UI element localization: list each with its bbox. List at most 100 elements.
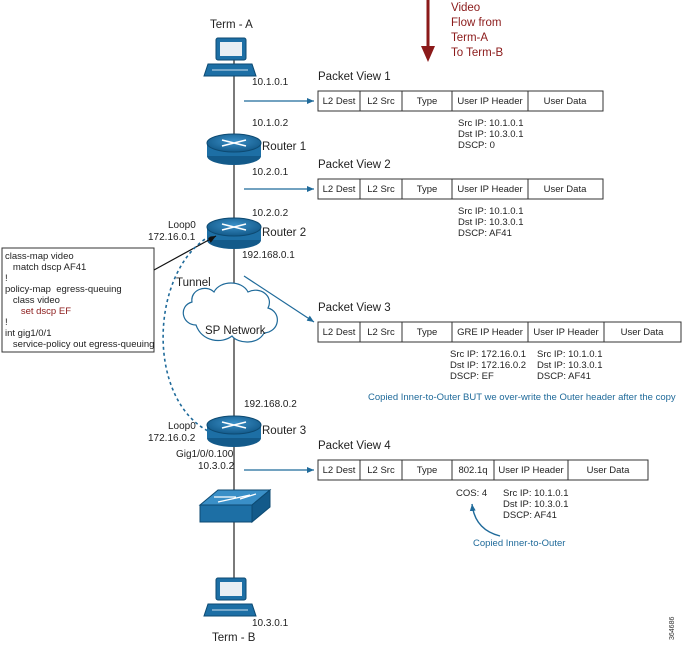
- config-line-9: service-policy out egress-queuing: [5, 339, 154, 350]
- config-box-frame: [1, 247, 155, 353]
- config-pointer-arrow: [153, 235, 217, 271]
- packet-info-line: Src IP: 10.1.0.1: [503, 488, 568, 499]
- router-3-loop-ip: 172.16.0.2: [148, 433, 196, 444]
- gre-tunnel-path: [162, 235, 211, 433]
- packet-view-3-note: Copied Inner-to-Outer BUT we over-write …: [368, 392, 676, 403]
- config-line-5: class video: [5, 295, 60, 306]
- flow-label-line-2: Flow from: [451, 17, 501, 29]
- router-1-ip-top: 10.1.0.2: [252, 118, 289, 129]
- packet-outer-info-line: Src IP: 172.16.0.1: [450, 349, 526, 360]
- packet-field: L2 Src: [367, 184, 395, 195]
- packet-frame: [317, 459, 649, 481]
- config-line-6: set dscp EF: [5, 306, 71, 317]
- router-1-ip-bottom: 10.2.0.1: [252, 167, 289, 178]
- packet-field: User IP Header: [457, 184, 522, 195]
- config-line-1: class-map video: [5, 251, 74, 262]
- flow-arrow-head: [421, 46, 435, 62]
- packet-info-line: DSCP: AF41: [503, 510, 557, 521]
- packet-frame: [317, 90, 604, 112]
- router-3-node: 192.168.0.2 Loop0 172.16.0.2 Router 3 Gi…: [148, 399, 306, 472]
- video-flow-indicator: Video Flow from Term-A To Term-B: [421, 0, 504, 62]
- router-3-gig-ip: 10.3.0.2: [198, 461, 235, 472]
- router-3-ip-top: 192.168.0.2: [244, 399, 297, 410]
- router-2-loop-label: Loop0: [168, 220, 196, 231]
- packet-inner-info-line: Dst IP: 10.3.0.1: [537, 360, 602, 371]
- copied-arrow: [469, 503, 501, 537]
- packet-field: User Data: [621, 327, 664, 338]
- packet-field: 802.1q: [458, 465, 487, 476]
- router-icon: [206, 217, 262, 249]
- packet-field: Type: [417, 465, 438, 476]
- packet-view-4-note: Copied Inner-to-Outer: [473, 538, 565, 549]
- packet-frame: [317, 178, 604, 200]
- packet-view-1: Packet View 1 L2 Dest L2 Src Type User I…: [317, 71, 604, 151]
- router-3-label: Router 3: [262, 425, 306, 437]
- router-2-loop-ip: 172.16.0.1: [148, 232, 196, 243]
- flow-label-line-1: Video: [451, 2, 480, 14]
- router-2-label: Router 2: [262, 227, 306, 239]
- router-2-ip-top: 10.2.0.2: [252, 208, 289, 219]
- term-a-label: Term - A: [210, 19, 253, 31]
- packet-info-line: Src IP: 10.1.0.1: [458, 118, 523, 129]
- packet-cos-value: COS: 4: [456, 488, 487, 499]
- config-line-8: int gig1/0/1: [5, 328, 51, 339]
- packet-view-title: Packet View 4: [318, 440, 391, 452]
- packet-inner-info-line: DSCP: AF41: [537, 371, 591, 382]
- packet-outer-info-line: DSCP: EF: [450, 371, 494, 382]
- packet-field: User Data: [587, 465, 630, 476]
- packet-field: L2 Src: [367, 96, 395, 107]
- packet-info-line: DSCP: 0: [458, 140, 495, 151]
- router-1-label: Router 1: [262, 141, 306, 153]
- packet-field: L2 Dest: [323, 327, 356, 338]
- packet-info-line: Dst IP: 10.3.0.1: [503, 499, 568, 510]
- packet-view-title: Packet View 1: [318, 71, 391, 83]
- packet-info-line: Src IP: 10.1.0.1: [458, 206, 523, 217]
- packet-field: GRE IP Header: [457, 327, 523, 338]
- router-2-node: 10.2.0.2 Loop0 172.16.0.1 Router 2 192.1…: [148, 208, 306, 261]
- packet-view-2: Packet View 2 L2 Dest L2 Src Type User I…: [317, 159, 604, 239]
- computer-icon: [203, 37, 257, 77]
- figure-id: 364686: [669, 617, 676, 640]
- term-b-ip: 10.3.0.1: [252, 618, 289, 629]
- packet-field: User IP Header: [457, 96, 522, 107]
- packet-field: L2 Src: [367, 465, 395, 476]
- packet-field: L2 Dest: [323, 184, 356, 195]
- switch-icon: [198, 488, 272, 524]
- computer-icon: [203, 577, 257, 617]
- packet-view-title: Packet View 2: [318, 159, 391, 171]
- packet-info-line: Dst IP: 10.3.0.1: [458, 217, 523, 228]
- packet-view-title: Packet View 3: [318, 302, 391, 314]
- router-3-gig-label: Gig1/0/0.100: [176, 449, 234, 460]
- tunnel-label: Tunnel: [176, 277, 211, 289]
- cloud-icon: SP Network: [182, 282, 278, 343]
- packet-outer-info-line: Dst IP: 172.16.0.2: [450, 360, 526, 371]
- term-a-node: Term - A 10.1.0.1: [203, 19, 289, 88]
- packet-field: Type: [417, 184, 438, 195]
- router-3-loop-label: Loop0: [168, 421, 196, 432]
- packet-view-3-arrow: [243, 275, 315, 323]
- packet-view-4: Packet View 4 L2 Dest L2 Src Type 802.1q…: [317, 440, 649, 549]
- packet-field: L2 Src: [367, 327, 395, 338]
- config-line-7: !: [5, 317, 8, 328]
- cloud-label: SP Network: [205, 325, 266, 337]
- config-line-3: !: [5, 273, 8, 284]
- router-1-node: 10.1.0.2 Router 1 10.2.0.1: [206, 118, 306, 178]
- packet-info-line: Dst IP: 10.3.0.1: [458, 129, 523, 140]
- term-b-label: Term - B: [212, 632, 256, 644]
- packet-field: User Data: [544, 96, 587, 107]
- packet-inner-info-line: Src IP: 10.1.0.1: [537, 349, 602, 360]
- packet-field: L2 Dest: [323, 96, 356, 107]
- packet-field: User IP Header: [533, 327, 598, 338]
- config-line-2: match dscp AF41: [5, 262, 86, 273]
- flow-label-line-4: To Term-B: [451, 47, 504, 59]
- router-icon: [206, 415, 262, 447]
- packet-field: Type: [417, 327, 438, 338]
- packet-frame: [317, 321, 682, 343]
- router-icon: [206, 133, 262, 165]
- packet-field: User Data: [544, 184, 587, 195]
- term-b-node: 10.3.0.1 Term - B: [203, 577, 289, 644]
- packet-field: L2 Dest: [323, 465, 356, 476]
- packet-info-line: DSCP: AF41: [458, 228, 512, 239]
- config-line-4: policy-map egress-queuing: [5, 284, 122, 295]
